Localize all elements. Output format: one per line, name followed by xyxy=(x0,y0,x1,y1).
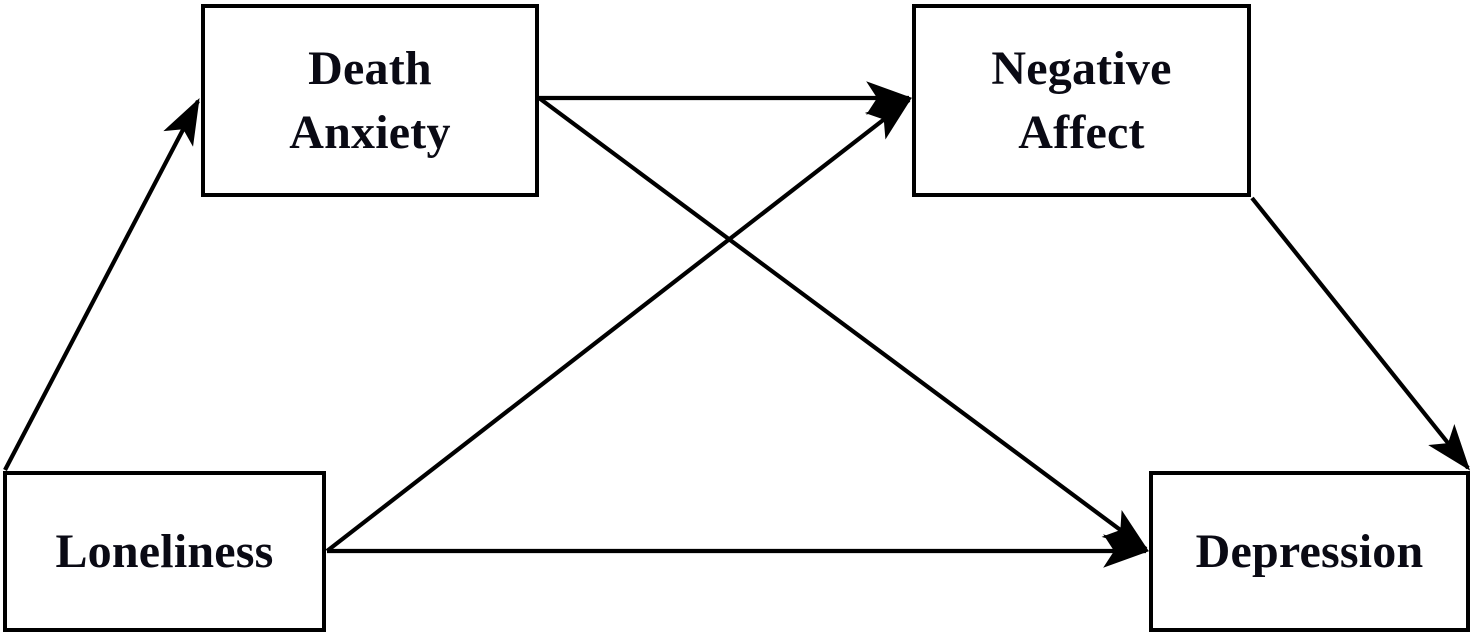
node-death-anxiety-label: Death Anxiety xyxy=(289,42,451,159)
edge-loneliness-to-death-anxiety xyxy=(3,98,200,471)
node-death-anxiety[interactable]: Death Anxiety xyxy=(201,4,539,197)
node-loneliness[interactable]: Loneliness xyxy=(3,471,326,632)
node-loneliness-label: Loneliness xyxy=(55,524,274,578)
node-negative-affect[interactable]: Negative Affect xyxy=(912,4,1251,197)
node-negative-affect-label: Negative Affect xyxy=(991,42,1172,159)
node-depression-label: Depression xyxy=(1195,524,1424,578)
edge-loneliness-to-negative-affect xyxy=(325,97,912,553)
node-depression[interactable]: Depression xyxy=(1149,471,1470,632)
edge-negative-affect-to-depression xyxy=(1250,196,1471,471)
edge-death-anxiety-to-depression xyxy=(537,96,1149,552)
